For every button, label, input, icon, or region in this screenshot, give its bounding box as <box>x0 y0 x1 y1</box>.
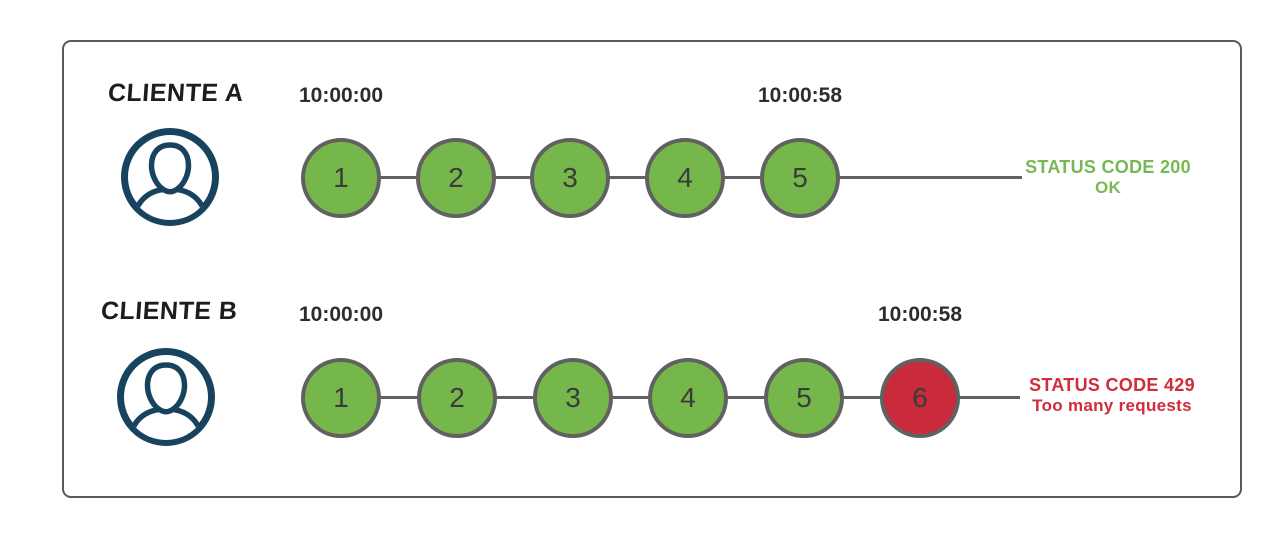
request-a-4: 4 <box>645 138 725 218</box>
client-b-end-time: 10:00:58 <box>877 303 963 326</box>
diagram-frame <box>62 40 1242 498</box>
user-avatar-icon <box>117 348 215 446</box>
user-avatar-icon <box>121 128 219 226</box>
client-b-label: CLIENTE B <box>100 297 239 325</box>
request-a-2: 2 <box>416 138 496 218</box>
client-a-end-time: 10:00:58 <box>757 84 843 107</box>
request-b-5: 5 <box>764 358 844 438</box>
client-a-status-code: STATUS CODE 200 <box>1025 157 1191 177</box>
client-b-status-code: STATUS CODE 429 <box>1029 375 1195 395</box>
request-b-3: 3 <box>533 358 613 438</box>
client-a-label: CLIENTE A <box>107 79 245 107</box>
client-a-status-message: OK <box>1094 178 1122 197</box>
request-b-2: 2 <box>417 358 497 438</box>
client-a-status: STATUS CODE 200 OK <box>1008 156 1208 198</box>
client-a-start-time: 10:00:00 <box>298 84 384 107</box>
request-b-4: 4 <box>648 358 728 438</box>
client-b-start-time: 10:00:00 <box>298 303 384 326</box>
request-b-6-rejected: 6 <box>880 358 960 438</box>
request-a-5: 5 <box>760 138 840 218</box>
request-a-1: 1 <box>301 138 381 218</box>
request-a-3: 3 <box>530 138 610 218</box>
client-b-status: STATUS CODE 429 Too many requests <box>1012 374 1212 416</box>
request-b-1: 1 <box>301 358 381 438</box>
client-b-status-message: Too many requests <box>1032 396 1192 415</box>
